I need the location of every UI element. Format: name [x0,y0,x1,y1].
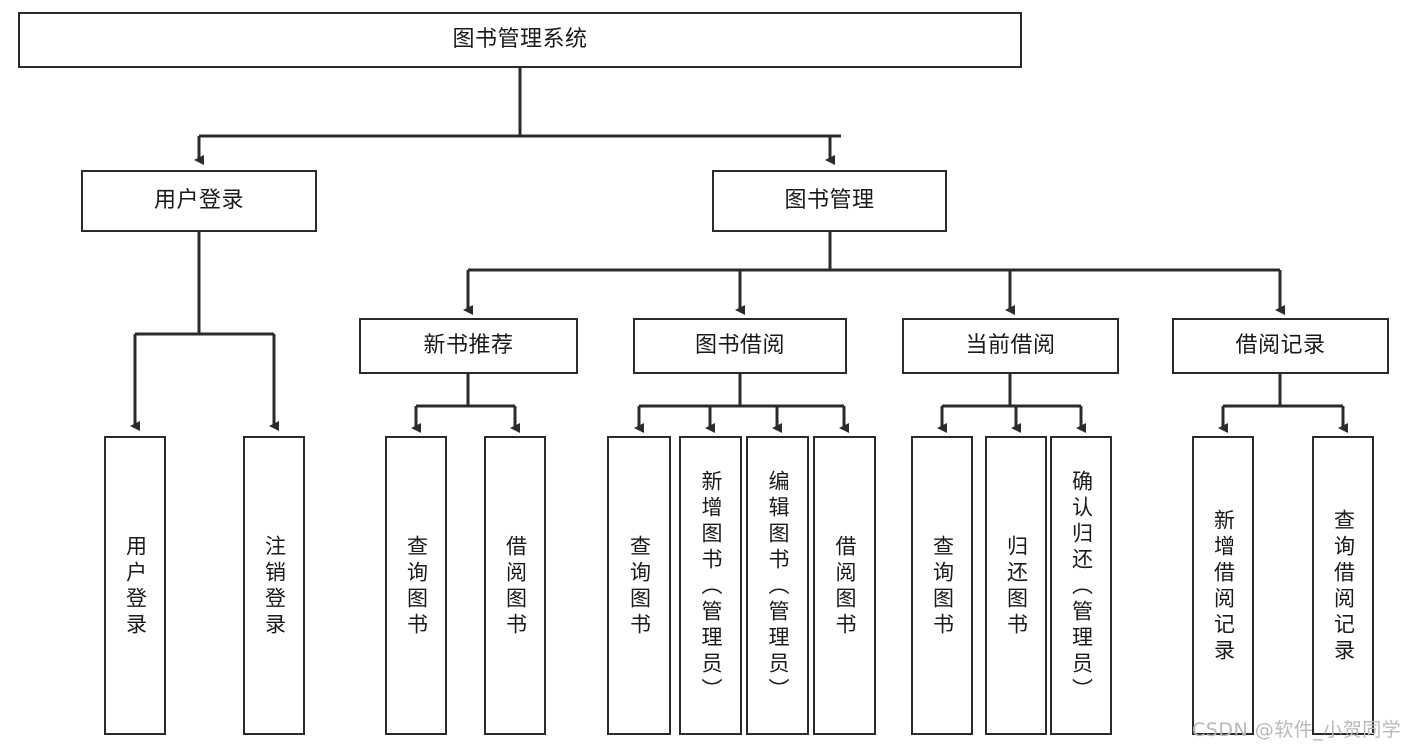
node-label: 新书推荐 [423,332,514,358]
node-label: 当前借阅 [965,332,1056,358]
node-current-borrow[interactable]: 当前借阅 [902,318,1119,374]
node-label: 图书管理 [784,187,875,213]
book-mgmt-to-level3-connectors [463,232,1285,315]
node-logout-under-user-login[interactable]: 注销登录 [243,436,305,735]
node-new-book-recommend[interactable]: 新书推荐 [359,318,578,374]
node-label: 借阅记录 [1235,332,1326,358]
node-confirm-return-admin-under-current-borrow[interactable]: 确认归还（管理员） [1050,436,1112,735]
node-label: 归还图书 [1004,534,1029,639]
node-label: 借阅图书 [833,534,857,639]
node-query-book-under-new-book-recommend[interactable]: 查询图书 [385,436,447,735]
node-label: 注销登录 [262,534,287,639]
root-to-level2-connectors [194,68,841,165]
node-book-management[interactable]: 图书管理 [712,170,947,232]
node-label: 用户登录 [123,534,148,639]
node-root-label: 图书管理系统 [452,26,588,52]
node-label: 用户登录 [153,187,244,213]
node-query-borrow-record-under-borrow-record[interactable]: 查询借阅记录 [1312,436,1374,735]
node-label: 新增借阅记录 [1211,508,1236,665]
node-edit-book-admin-under-book-borrow[interactable]: 编辑图书（管理员） [746,436,809,735]
node-user-login-under-user-login[interactable]: 用户登录 [104,436,166,735]
node-borrow-book-under-book-borrow[interactable]: 借阅图书 [813,436,876,735]
node-label: 借阅图书 [503,534,528,639]
node-add-book-admin-under-book-borrow[interactable]: 新增图书（管理员） [679,436,742,735]
new-book-rec-to-leaves-connectors [411,374,520,433]
current-borrow-to-leaves-connectors [937,374,1086,433]
node-borrow-record[interactable]: 借阅记录 [1172,318,1389,374]
borrow-record-to-leaves-connectors [1218,374,1348,433]
node-query-book-under-book-borrow[interactable]: 查询图书 [607,436,671,735]
node-label: 查询图书 [404,534,429,639]
node-label: 图书借阅 [694,332,785,358]
book-borrow-to-leaves-connectors [634,374,849,433]
node-label: 编辑图书（管理员） [766,469,790,704]
node-label: 确认归还（管理员） [1069,469,1094,704]
node-label: 查询图书 [930,534,955,639]
node-add-borrow-record-under-borrow-record[interactable]: 新增借阅记录 [1192,436,1254,735]
node-book-borrow[interactable]: 图书借阅 [633,318,847,374]
node-label: 查询图书 [627,534,652,639]
node-query-book-under-current-borrow[interactable]: 查询图书 [911,436,973,735]
node-root-system[interactable]: 图书管理系统 [18,12,1022,68]
node-label: 查询借阅记录 [1331,508,1356,665]
node-return-book-under-current-borrow[interactable]: 归还图书 [985,436,1047,735]
node-borrow-book-under-new-book-recommend[interactable]: 借阅图书 [484,436,546,735]
node-user-login[interactable]: 用户登录 [81,170,317,232]
user-login-to-leaves-connectors [130,232,279,431]
node-label: 新增图书（管理员） [699,469,723,704]
